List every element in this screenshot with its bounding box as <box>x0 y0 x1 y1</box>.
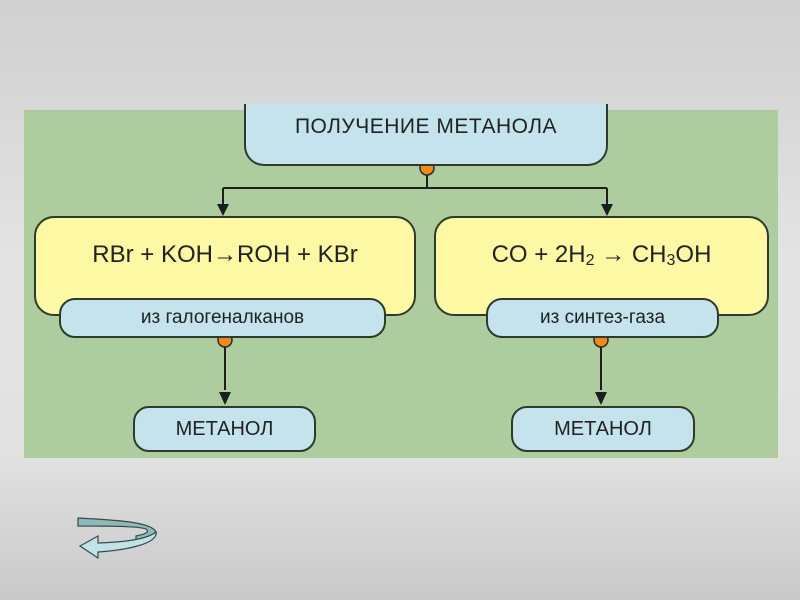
diagram-title: ПОЛУЧЕНИЕ МЕТАНОЛА <box>244 104 608 166</box>
equation-lhs: RBr + KOH <box>92 241 213 268</box>
reaction-arrow: → <box>601 241 626 268</box>
equation-lhs: CO + 2H2 <box>491 240 595 269</box>
arrowhead-right-result <box>595 392 607 405</box>
result-methanol-right: МЕТАНОЛ <box>511 406 695 452</box>
arrowhead-left <box>217 204 229 216</box>
curved-return-arrow-icon[interactable] <box>76 516 160 560</box>
arrowhead-right <box>601 204 613 216</box>
arrowhead-left-result <box>219 392 231 405</box>
equation-rhs: ROH + KBr <box>237 241 358 268</box>
equation-rhs: CH3OH <box>631 240 712 269</box>
source-label-haloalkanes: из галогеналканов <box>59 298 386 338</box>
reaction-arrow: → <box>213 241 237 268</box>
source-label-syngas: из синтез-газа <box>486 298 719 338</box>
result-methanol-left: МЕТАНОЛ <box>133 406 316 452</box>
equation-syngas: CO + 2H2 → CH3OH <box>434 216 769 316</box>
diagram-panel: ПОЛУЧЕНИЕ МЕТАНОЛА RBr + KOH →ROH + KBr … <box>24 104 778 458</box>
